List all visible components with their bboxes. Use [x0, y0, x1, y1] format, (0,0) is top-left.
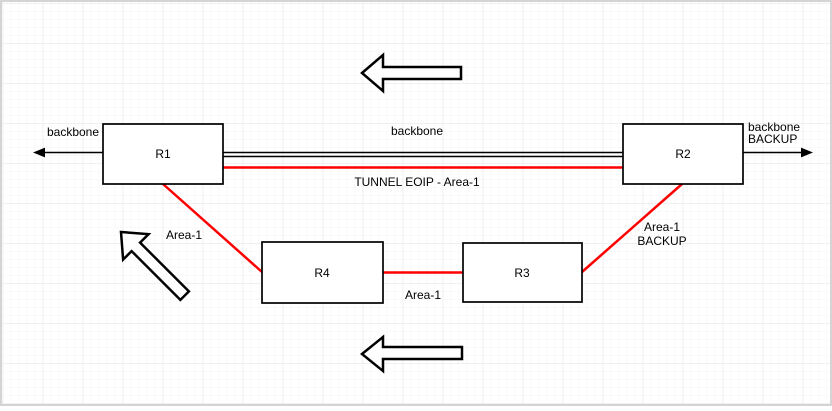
- label-area1-r1-r4: Area-1: [166, 228, 202, 242]
- block-arrow-up-left-icon[interactable]: [108, 219, 197, 308]
- label-backbone-backup-line1: backbone: [748, 120, 800, 134]
- node-r3-label: R3: [514, 266, 530, 280]
- block-arrow-bottom-left-icon[interactable]: [360, 334, 464, 374]
- node-r1-label: R1: [155, 147, 171, 161]
- label-area1-r4-r3: Area-1: [405, 288, 441, 302]
- node-r2-box[interactable]: [622, 123, 744, 185]
- arrowhead-right-icon: [801, 147, 813, 158]
- edge-backbone-exit-left[interactable]: [33, 147, 103, 158]
- edge-area1-r1-r4[interactable]: [162, 183, 263, 273]
- label-backbone-mid: backbone: [391, 124, 443, 138]
- node-r4[interactable]: R4: [261, 241, 384, 304]
- label-area1-backup-line1: Area-1: [644, 220, 680, 234]
- edge-backbone-r1-r2[interactable]: [223, 151, 623, 158]
- label-tunnel-eoip: TUNNEL EOIP - Area-1: [354, 175, 480, 189]
- label-area1-backup: Area-1 BACKUP: [637, 220, 686, 248]
- node-r4-label: R4: [314, 266, 330, 280]
- node-r3[interactable]: R3: [462, 242, 583, 303]
- edge-backbone-exit-right[interactable]: [743, 147, 813, 158]
- arrowhead-left-icon: [33, 147, 45, 158]
- node-r3-box[interactable]: [462, 242, 583, 303]
- label-backbone-left: backbone: [47, 125, 99, 139]
- node-r2-label: R2: [675, 147, 691, 161]
- block-arrow-top-left-icon[interactable]: [360, 52, 463, 94]
- node-r2[interactable]: R2: [622, 123, 744, 185]
- edge-area1-backup-r3-r2[interactable]: [581, 183, 683, 273]
- label-backbone-backup-line2: BACKUP: [748, 132, 797, 146]
- node-r4-box[interactable]: [261, 241, 384, 304]
- node-r1-box[interactable]: [102, 123, 224, 185]
- label-area1-backup-line2: BACKUP: [637, 234, 686, 248]
- label-backbone-backup: backbone BACKUP: [748, 120, 800, 146]
- node-r1[interactable]: R1: [102, 123, 224, 185]
